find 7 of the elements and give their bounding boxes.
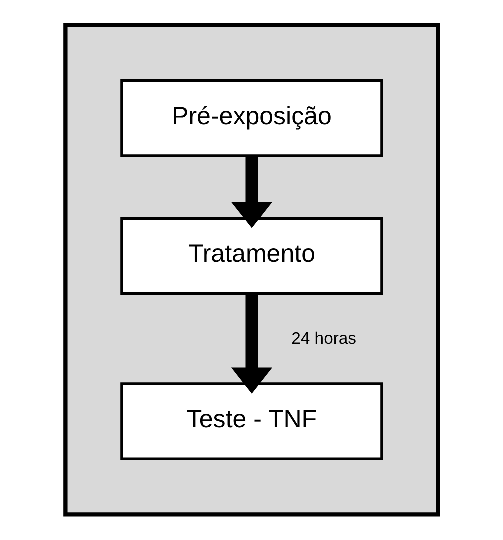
arrow bbox=[230, 294, 272, 394]
cluster bbox=[63, 23, 440, 517]
arrow bbox=[230, 156, 272, 228]
node-box: Tratamento bbox=[120, 217, 383, 296]
node-box: Pré-exposição bbox=[120, 80, 383, 158]
edge-label: 24 horas bbox=[291, 328, 356, 348]
node-box: Teste - TNF bbox=[120, 382, 383, 460]
